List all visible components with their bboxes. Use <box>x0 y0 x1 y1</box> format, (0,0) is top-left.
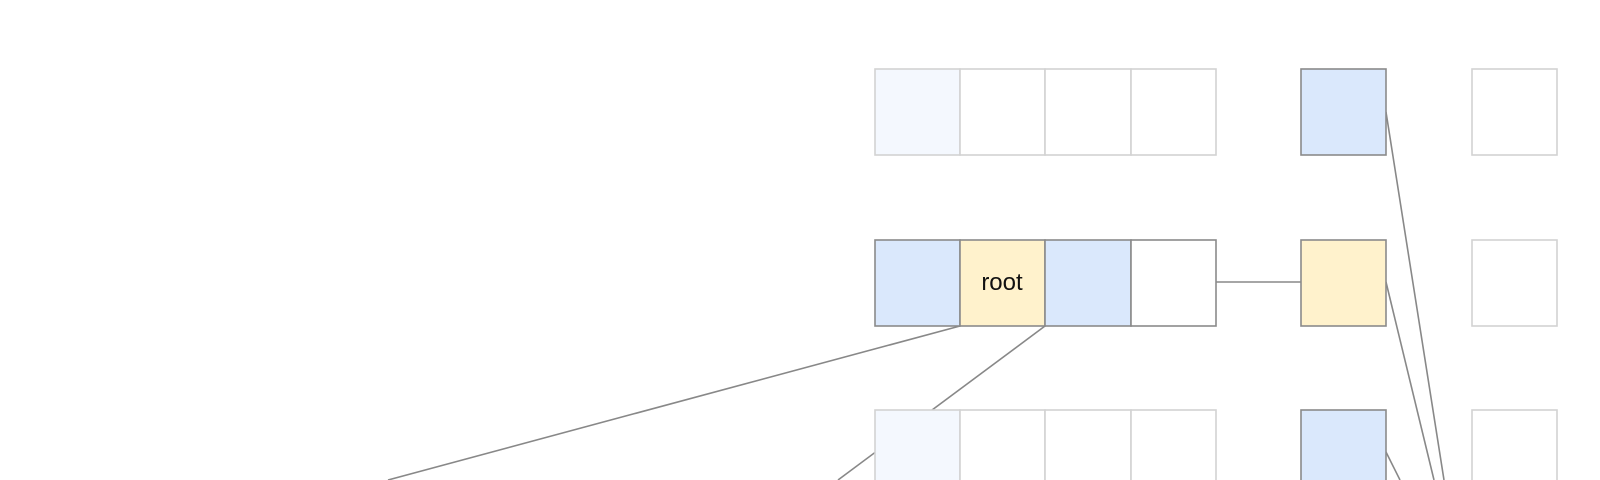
array-top-cell-1 <box>959 68 1046 156</box>
faded-node-middle <box>1471 239 1558 327</box>
edge-root-to-left-child <box>387 325 961 480</box>
edge-bottom-node-down <box>1385 451 1401 480</box>
array-middle-cell-root <box>959 239 1046 327</box>
root-label: root <box>981 269 1023 296</box>
node-top <box>1300 68 1387 156</box>
edge-root-node-down <box>1385 281 1435 480</box>
array-bottom-cell-2 <box>1044 409 1132 480</box>
array-row-bottom <box>874 409 1217 480</box>
array-bottom-cell-0 <box>874 409 961 480</box>
array-row-middle: root <box>874 239 1217 327</box>
node-root <box>1300 239 1387 327</box>
node-bottom <box>1300 409 1387 480</box>
edge-top-node-down <box>1385 111 1445 480</box>
array-bottom-cell-3 <box>1130 409 1217 480</box>
array-top-cell-2 <box>1044 68 1132 156</box>
array-top-cell-3 <box>1130 68 1217 156</box>
array-middle-cell-3 <box>1130 239 1217 327</box>
faded-column <box>1471 68 1558 480</box>
array-middle-cell-0 <box>874 239 961 327</box>
edges <box>387 111 1445 480</box>
array-bottom-cell-1 <box>959 409 1046 480</box>
array-middle-cell-2 <box>1044 239 1132 327</box>
faded-node-top <box>1471 68 1558 156</box>
edge-center-to-middle-child <box>837 325 1046 480</box>
node-column <box>1300 68 1387 480</box>
array-top-cell-0 <box>874 68 961 156</box>
faded-node-bottom <box>1471 409 1558 480</box>
array-row-top <box>874 68 1217 156</box>
